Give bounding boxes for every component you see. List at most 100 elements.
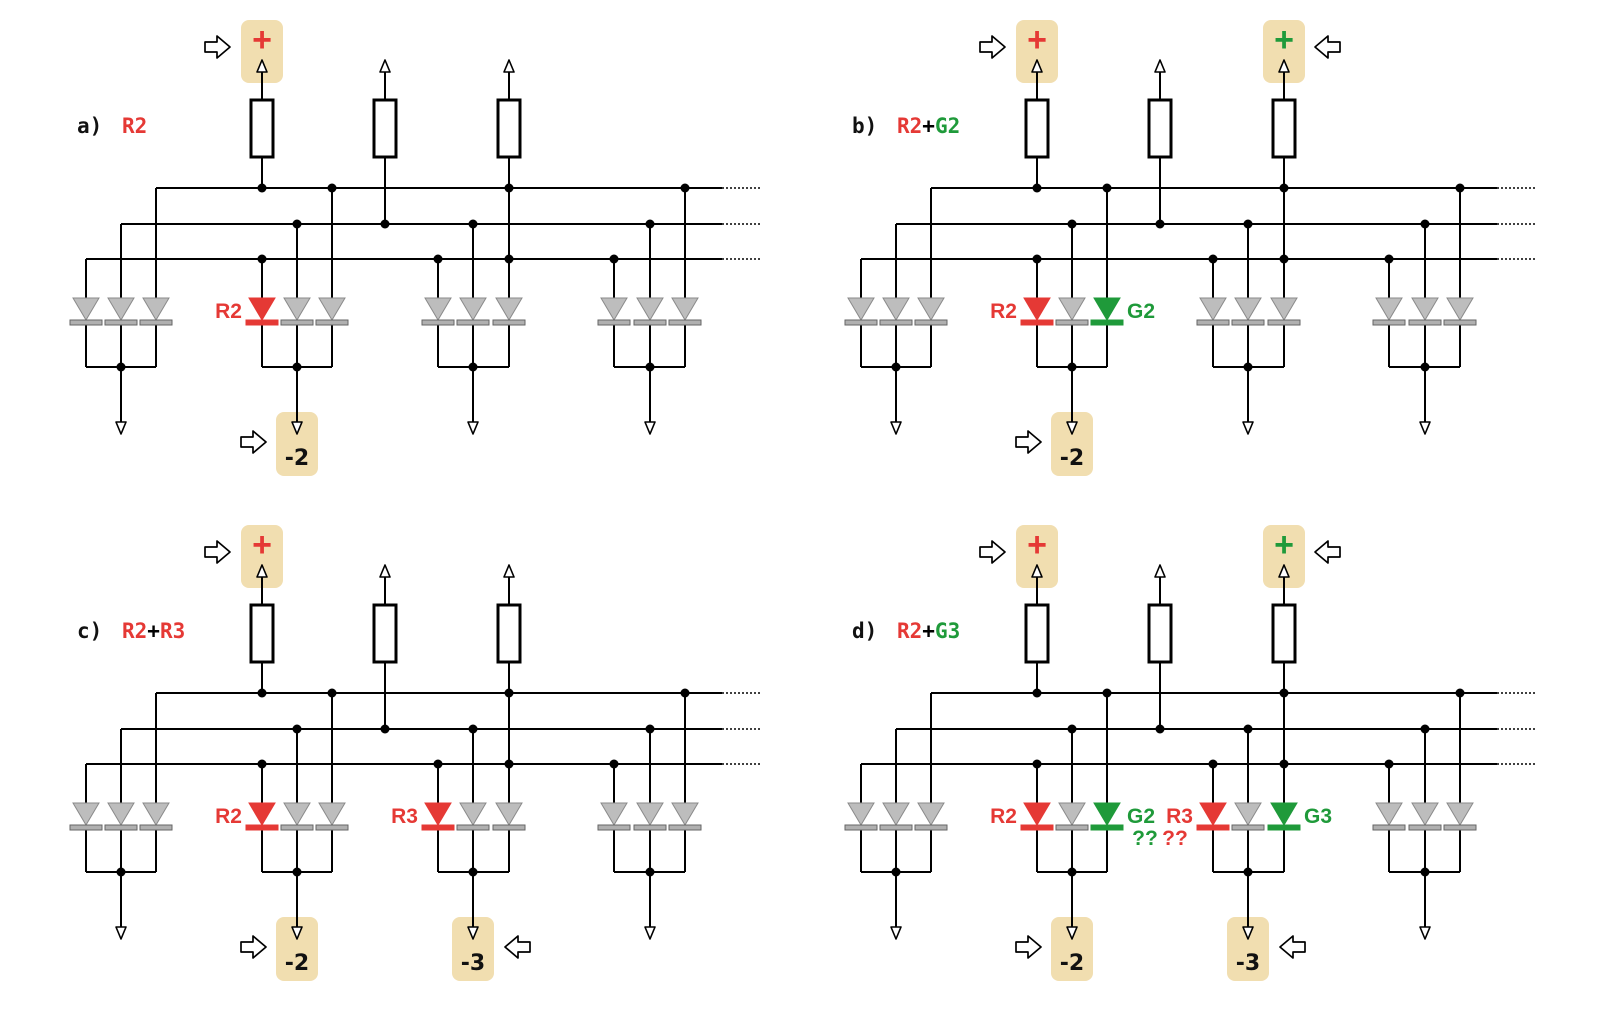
diode-cathode-bar — [456, 824, 490, 831]
junction-dot — [1243, 724, 1253, 734]
arrow-down-icon — [644, 421, 656, 435]
arrow-up-icon — [256, 564, 268, 578]
led-diode-green — [1090, 297, 1124, 326]
junction-dot — [1032, 254, 1042, 264]
junction-dot — [327, 688, 337, 698]
junction-dot — [433, 759, 443, 769]
arrow-up-icon — [1154, 564, 1166, 578]
led-diode-off — [421, 297, 455, 326]
arrow-down-icon — [1419, 926, 1431, 940]
junction-dot — [680, 183, 690, 193]
diode-cathode-bar — [280, 319, 314, 326]
diode-cathode-bar — [69, 824, 103, 831]
highlight-box — [1051, 412, 1093, 476]
junction-dot — [292, 724, 302, 734]
cathode-number: -2 — [1060, 446, 1084, 471]
diode-triangle — [1199, 802, 1227, 826]
junction-dot — [327, 183, 337, 193]
diode-cathode-bar — [597, 319, 631, 326]
diode-cathode-bar — [1055, 319, 1089, 326]
resistor — [249, 603, 275, 664]
diode-triangle — [142, 297, 170, 321]
junction-dot — [468, 219, 478, 229]
panel-letter: a) — [77, 114, 102, 138]
diode-triangle — [1270, 802, 1298, 826]
led-label: R3 — [1166, 805, 1193, 828]
diode-triangle — [847, 297, 875, 321]
diode-cathode-bar — [1267, 319, 1301, 326]
diode-cathode-bar — [245, 319, 279, 326]
highlight-box — [452, 917, 494, 981]
arrow-left-icon — [1314, 540, 1341, 564]
highlight-box — [1016, 525, 1058, 588]
panel-title: R2 — [122, 114, 147, 138]
diode-triangle — [917, 297, 945, 321]
led-diode-off — [1443, 802, 1477, 831]
arrow-up-icon — [503, 564, 515, 578]
diode-triangle — [1270, 297, 1298, 321]
arrow-up-icon — [1278, 564, 1290, 578]
diode-cathode-bar — [1231, 319, 1265, 326]
diode-triangle — [1058, 802, 1086, 826]
diode-cathode-bar — [1090, 824, 1124, 831]
arrow-down-icon — [1242, 421, 1254, 435]
led-diode-off — [914, 297, 948, 326]
diode-cathode-bar — [914, 319, 948, 326]
junction-dot — [1067, 219, 1077, 229]
arrow-down-icon — [1419, 421, 1431, 435]
junction-dot — [468, 724, 478, 734]
diode-triangle — [847, 802, 875, 826]
diode-triangle — [107, 802, 135, 826]
led-diode-off — [1055, 297, 1089, 326]
arrow-down-icon — [1066, 926, 1078, 940]
diode-cathode-bar — [315, 824, 349, 831]
diode-triangle — [283, 297, 311, 321]
arrow-up-icon — [1154, 59, 1166, 73]
arrow-down-icon — [467, 926, 479, 940]
cathode-number: -2 — [285, 446, 309, 471]
led-label: R3 — [391, 805, 418, 828]
arrow-down-icon — [890, 926, 902, 940]
resistor — [372, 603, 398, 664]
junction-dot — [504, 183, 514, 193]
diode-cathode-bar — [1443, 824, 1477, 831]
junction-dot — [680, 688, 690, 698]
junction-dot — [1420, 724, 1430, 734]
question-marks: ?? — [1132, 827, 1158, 850]
diode-triangle — [248, 297, 276, 321]
arrow-down-icon — [1066, 421, 1078, 435]
diode-triangle — [1446, 802, 1474, 826]
diode-triangle — [495, 297, 523, 321]
plus-sign: + — [1027, 21, 1047, 59]
junction-dot — [1032, 759, 1042, 769]
junction-dot — [609, 759, 619, 769]
diode-triangle — [1446, 297, 1474, 321]
diode-cathode-bar — [69, 319, 103, 326]
arrow-up-icon — [1031, 564, 1043, 578]
resistor — [496, 603, 522, 664]
led-diode-off — [492, 802, 526, 831]
diode-triangle — [1199, 297, 1227, 321]
led-diode-green — [1090, 802, 1124, 831]
junction-dot — [609, 254, 619, 264]
title-part: + — [922, 619, 935, 643]
plus-sign: + — [1274, 21, 1294, 59]
diode-cathode-bar — [280, 824, 314, 831]
diode-cathode-bar — [1090, 319, 1124, 326]
led-diode-off — [1055, 802, 1089, 831]
arrow-right-icon — [240, 935, 267, 959]
led-diode-off — [280, 802, 314, 831]
cathode-number: -2 — [285, 951, 309, 976]
junction-dot — [1102, 183, 1112, 193]
diode-triangle — [636, 802, 664, 826]
led-diode-off — [104, 802, 138, 831]
diode-cathode-bar — [633, 824, 667, 831]
led-label: R2 — [215, 300, 242, 323]
plus-sign: + — [252, 21, 272, 59]
led-diode-off — [492, 297, 526, 326]
diode-triangle — [636, 297, 664, 321]
panel-letter: c) — [77, 619, 102, 643]
